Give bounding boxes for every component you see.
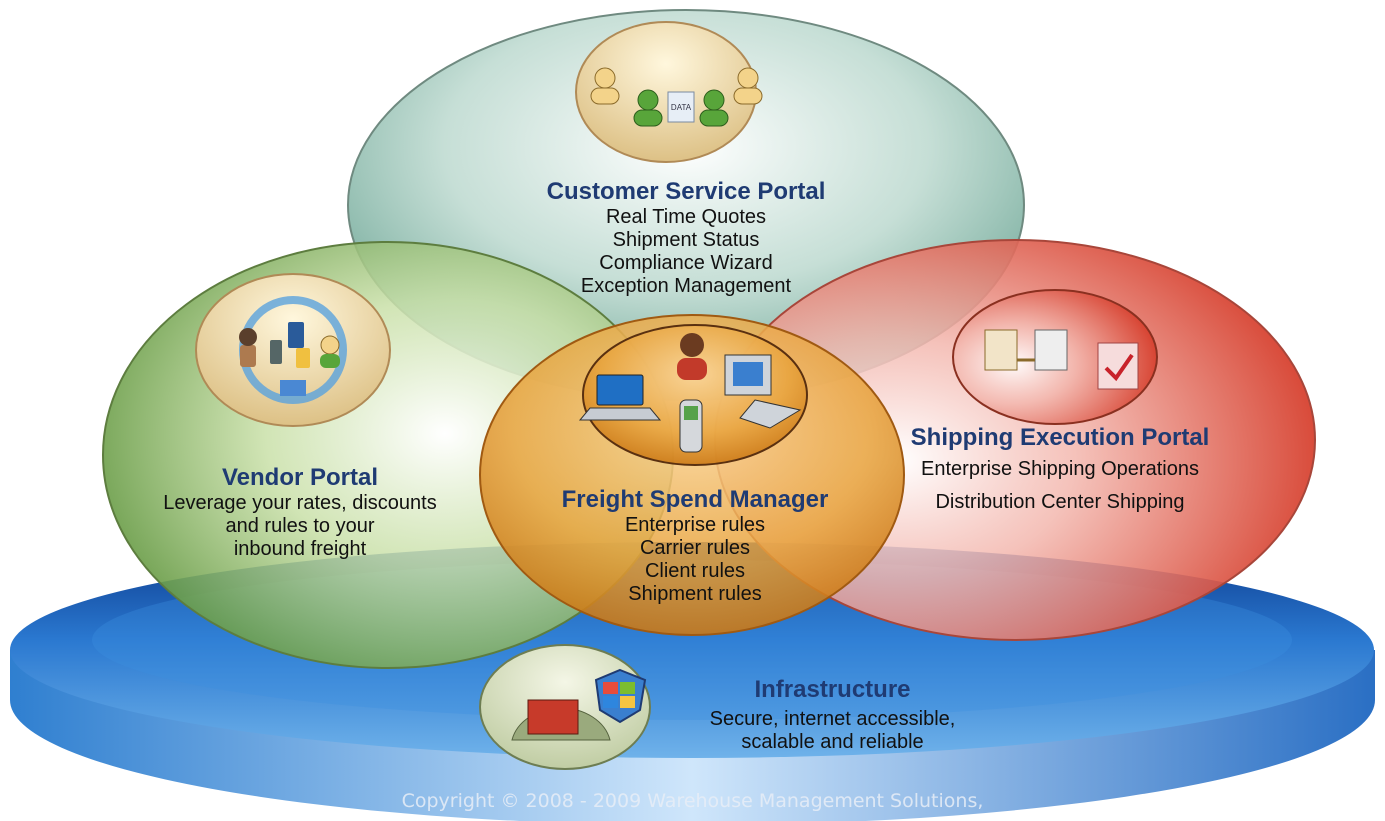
customer-service-badge: DATA xyxy=(575,21,763,163)
infrastructure-badge xyxy=(479,644,651,770)
customer-service-item: Compliance Wizard xyxy=(599,251,773,274)
vendor-portal-line: and rules to your xyxy=(225,514,375,537)
freight-spend-manager-title: Freight Spend Manager xyxy=(561,486,829,513)
customer-service-item: Exception Management xyxy=(580,274,792,297)
freight-item: Shipment rules xyxy=(628,582,762,605)
shipping-execution-portal-text: Shipping Execution Portal Enterprise Shi… xyxy=(880,424,1240,514)
shipping-item: Enterprise Shipping Operations xyxy=(921,457,1199,480)
freight-item: Enterprise rules xyxy=(624,513,766,536)
documents-check-icon xyxy=(984,329,1139,390)
customer-service-portal-text: Customer Service Portal Real Time Quotes… xyxy=(476,178,896,298)
infrastructure-title: Infrastructure xyxy=(754,676,911,703)
computers-user-icon xyxy=(578,333,802,453)
shipping-badge xyxy=(952,289,1158,425)
copyright-text: Copyright © 2008 - 2009 Warehouse Manage… xyxy=(401,790,984,812)
data-doc-label: DATA xyxy=(671,103,692,112)
freight-spend-manager-text: Freight Spend Manager Enterprise rules C… xyxy=(520,486,870,606)
vendor-portal-title: Vendor Portal xyxy=(221,464,379,491)
vendor-portal-line: inbound freight xyxy=(233,537,367,560)
shipping-item: Distribution Center Shipping xyxy=(935,490,1185,513)
shield-server-icon xyxy=(511,668,647,741)
customer-service-item: Real Time Quotes xyxy=(605,205,767,228)
customer-service-portal-title: Customer Service Portal xyxy=(546,178,826,205)
vendor-portal-line: Leverage your rates, discounts xyxy=(163,491,437,514)
freight-item: Carrier rules xyxy=(639,536,751,559)
freight-badge xyxy=(578,324,808,466)
data-exchange-users-icon: DATA xyxy=(590,67,763,127)
infrastructure-line: scalable and reliable xyxy=(741,730,924,753)
vendor-badge xyxy=(195,273,391,427)
shipping-execution-portal-title: Shipping Execution Portal xyxy=(910,424,1210,451)
devices-cycle-icon xyxy=(239,296,347,404)
freight-item: Client rules xyxy=(644,559,746,582)
infrastructure-line: Secure, internet accessible, xyxy=(709,707,956,730)
vendor-portal-text: Vendor Portal Leverage your rates, disco… xyxy=(120,464,480,561)
infrastructure-text: Infrastructure Secure, internet accessib… xyxy=(660,676,1005,754)
customer-service-item: Shipment Status xyxy=(612,228,760,251)
